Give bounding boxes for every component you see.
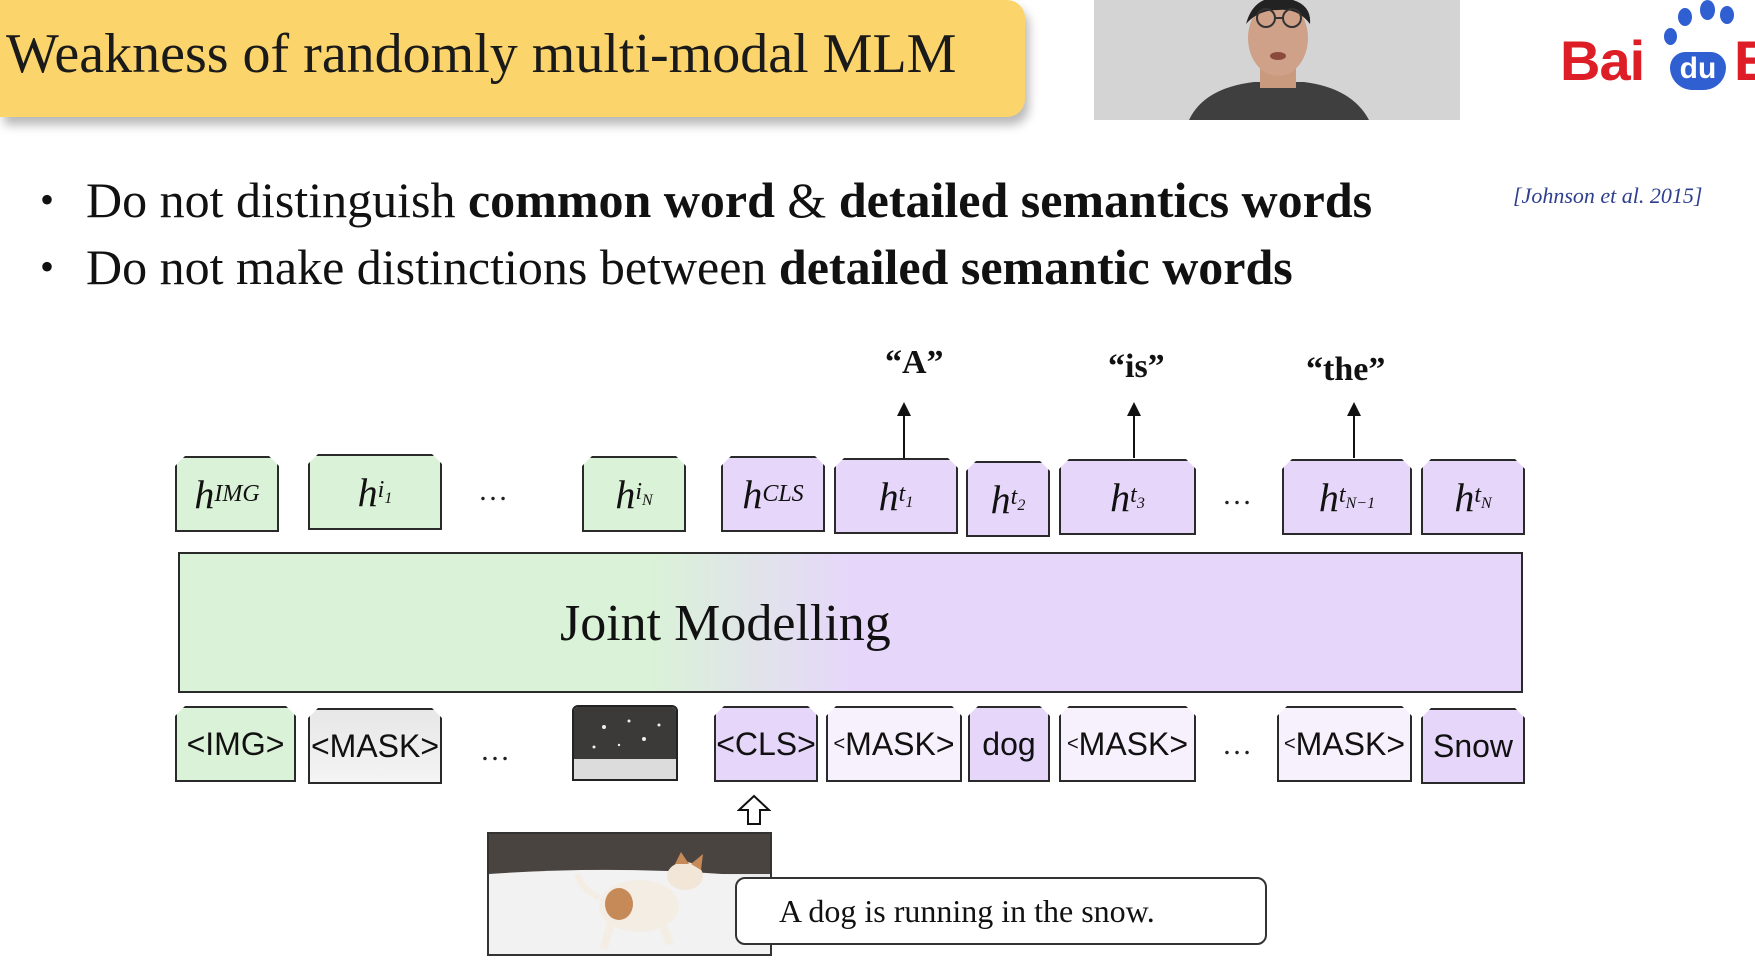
joint-modelling-block: Joint Modelling (178, 552, 1523, 693)
image-region-patch (572, 705, 678, 781)
predicted-word-a: “A” (885, 344, 944, 381)
logo-tail: E (1734, 29, 1755, 92)
up-arrow-icon (897, 402, 911, 416)
presenter-figure (1094, 0, 1460, 120)
mask-text: MASK> (1078, 725, 1189, 762)
hidden-token-subsub: 1 (905, 493, 914, 511)
predicted-word-the: “the” (1306, 351, 1386, 388)
mask-open-bracket: < (1283, 732, 1296, 755)
presenter-webcam (1094, 0, 1460, 120)
hidden-token-subsub: N (642, 491, 653, 509)
title-band: Weakness of randomly multi-modal MLM (0, 0, 1025, 117)
hidden-token-subsub: N (1481, 494, 1492, 512)
paw-toe-icon (1720, 6, 1734, 24)
ellipsis: … (478, 474, 508, 507)
hidden-token-base: h (615, 471, 636, 517)
hollow-up-arrow-icon (737, 794, 771, 825)
hidden-token-subsub: N−1 (1345, 494, 1376, 512)
hidden-token-subsub: 3 (1136, 494, 1145, 512)
logo-badge: du (1670, 52, 1726, 90)
input-token-mask-3: <MASK> (1277, 706, 1412, 782)
caption-box: A dog is running in the snow. (735, 877, 1267, 945)
hidden-token-base: h (194, 471, 215, 517)
bullet-1-bold-2: detailed semantics words (838, 172, 1373, 228)
hidden-token-base: h (878, 473, 899, 519)
hidden-token-sub: IMG (214, 480, 260, 507)
input-token-mask-image: <MASK> (308, 708, 442, 784)
baidu-logo: Bai du E (1560, 0, 1755, 100)
hidden-token-sub: t (1130, 481, 1137, 508)
bullet-1-mid: & (774, 172, 839, 228)
hidden-token-base: h (1110, 474, 1131, 520)
ellipsis: … (1222, 478, 1252, 511)
arrow-shaft (1353, 414, 1355, 458)
mask-text: MASK> (1295, 725, 1406, 762)
bullet-2: • Do not make distinctions between detail… (40, 238, 1293, 296)
ellipsis: … (480, 734, 510, 767)
input-token-cls: <CLS> (714, 706, 818, 782)
mask-open-bracket: < (833, 732, 846, 755)
hidden-token-subsub: 1 (384, 489, 393, 507)
hidden-token-base: h (1318, 474, 1339, 520)
input-token-mask-2: <MASK> (1059, 706, 1196, 782)
dog-running-image (489, 834, 770, 954)
ellipsis: … (1222, 728, 1252, 761)
hidden-token-base: h (357, 469, 378, 515)
hidden-token-base: h (742, 471, 763, 517)
hidden-token-sub: t (1474, 481, 1481, 508)
citation: [Johnson et al. 2015] (1513, 183, 1703, 208)
hidden-token-sub: t (898, 480, 906, 507)
bullet-2-bold-1: detailed semantic words (778, 239, 1293, 295)
mask-text: MASK> (845, 725, 955, 762)
hidden-token-sub: t (1338, 481, 1346, 508)
predicted-word-is: “is” (1108, 348, 1165, 385)
bullet-1: • Do not distinguish common word & detail… (40, 171, 1372, 229)
snow-patch-image (574, 707, 676, 779)
hidden-token-subsub: 2 (1017, 496, 1026, 514)
bullet-dot: • (40, 177, 55, 222)
bullet-dot: • (40, 244, 55, 289)
joint-modelling-label: Joint Modelling (560, 595, 891, 652)
mask-open-bracket: < (1066, 732, 1079, 755)
input-token-snow: Snow (1421, 708, 1525, 784)
input-token-dog: dog (968, 706, 1050, 782)
hidden-token-sub: i (377, 476, 385, 503)
input-token-mask-1: <MASK> (826, 706, 962, 782)
bullet-1-text: Do not distinguish (86, 172, 468, 228)
logo-wordmark: Bai (1560, 29, 1645, 92)
paw-toe-icon (1700, 0, 1715, 20)
dog-photo (487, 832, 772, 956)
hidden-token-sub: t (1010, 483, 1018, 510)
paw-logo-icon (1678, 8, 1692, 26)
arrow-shaft (1133, 414, 1135, 458)
hidden-token-base: h (990, 476, 1011, 522)
hidden-token-base: h (1454, 474, 1475, 520)
arrow-shaft (903, 414, 905, 458)
input-token-img: <IMG> (175, 706, 296, 782)
up-arrow-icon (1127, 402, 1141, 416)
hidden-token-sub: i (635, 478, 642, 505)
paw-toe-icon (1664, 28, 1677, 45)
up-arrow-icon (1347, 402, 1361, 416)
bullet-1-bold-1: common word (467, 172, 775, 228)
slide-title: Weakness of randomly multi-modal MLM (6, 23, 957, 85)
bullet-2-text: Do not make distinctions between (86, 239, 779, 295)
hidden-token-sub: CLS (762, 480, 804, 507)
